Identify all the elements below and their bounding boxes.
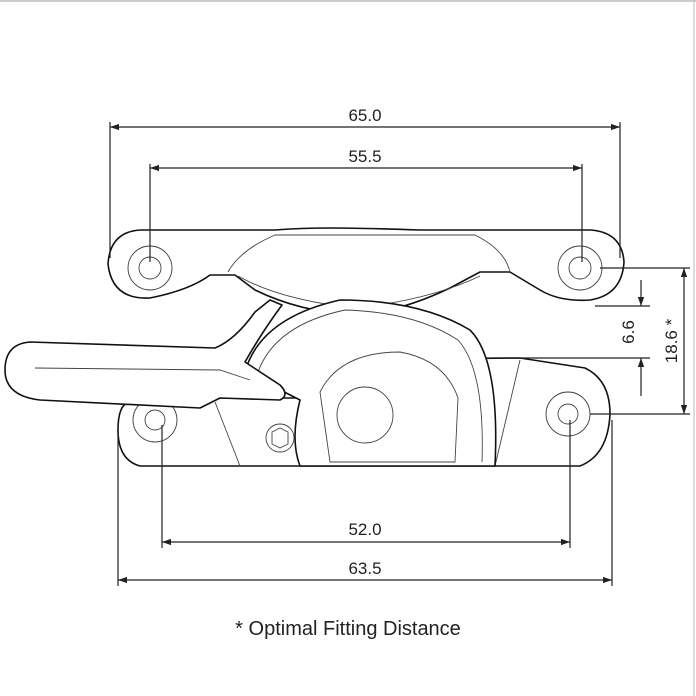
dimension-top-outer: 65.0: [348, 106, 381, 125]
lever-handle: [4, 299, 286, 409]
footnote: * Optimal Fitting Distance: [235, 618, 461, 640]
dimension-top-inner: 55.5: [348, 147, 381, 166]
dimension-right-small: 6.6: [619, 320, 638, 344]
latch-cam: [244, 299, 497, 467]
dimension-right-large: 18.6 *: [662, 318, 681, 363]
screw-icon: [265, 423, 295, 453]
dimension-bottom-inner: 52.0: [348, 520, 381, 539]
spindle-icon: [336, 386, 394, 444]
dimension-bottom-outer: 63.5: [348, 559, 381, 578]
